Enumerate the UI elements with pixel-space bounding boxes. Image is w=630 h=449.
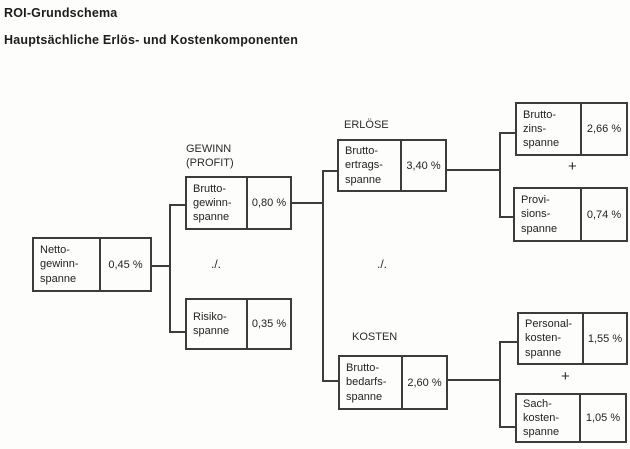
box-label: Brutto- zins- spanne	[517, 104, 582, 154]
box-label: Brutto- gewinn- spanne	[187, 178, 248, 228]
box-label: Brutto- ertrags- spanne	[339, 141, 402, 190]
connector-to-provisions	[499, 216, 513, 218]
connector-to-brutto-gewinn	[169, 204, 185, 206]
connector-right-top-vertical	[499, 132, 501, 218]
connector-left-vertical	[169, 204, 171, 333]
page-subtitle: Hauptsächliche Erlös- und Kostenkomponen…	[4, 33, 299, 47]
connector-to-brutto-zins	[499, 132, 515, 134]
box-label: Provi- sions- spanne	[515, 189, 582, 240]
box-personal-kosten-spanne: Personal- kosten- spanne 1,55 %	[517, 312, 628, 365]
connector-brutto-bedarfs-out	[448, 379, 500, 381]
box-sach-kosten-spanne: Sach- kosten- spanne 1,05 %	[515, 393, 627, 443]
connector-right-bottom-vertical	[499, 341, 501, 428]
box-value: 2,66 %	[586, 123, 622, 135]
box-value: 2,60 %	[407, 376, 442, 389]
connector-middle-vertical	[322, 170, 324, 382]
box-value: 0,35 %	[251, 318, 287, 330]
box-label: Netto- gewinn- spanne	[34, 239, 101, 290]
box-value: 1,05 %	[585, 412, 621, 424]
connector-to-personal-kosten	[499, 341, 517, 343]
box-netto-gewinn-spanne: Netto- gewinn- spanne 0,45 %	[32, 237, 152, 292]
box-value: 1,55 %	[587, 332, 623, 345]
connector-to-brutto-bedarfs	[322, 380, 338, 382]
box-value: 3,40 %	[406, 159, 441, 172]
box-label: Brutto- bedarfs- spanne	[340, 357, 403, 408]
section-label-erloese: ERLÖSE	[344, 119, 389, 131]
plus-operator-top: +	[568, 158, 577, 175]
page-title: ROI-Grundschema	[4, 6, 118, 20]
minus-operator-left: ./.	[211, 257, 222, 271]
section-label-gewinn: GEWINN (PROFIT)	[186, 143, 234, 169]
box-brutto-ertrags-spanne: Brutto- ertrags- spanne 3,40 %	[337, 139, 447, 192]
connector-brutto-gewinn-out	[292, 202, 324, 204]
connector-to-sach-kosten	[499, 426, 515, 428]
box-brutto-zins-spanne: Brutto- zins- spanne 2,66 %	[515, 102, 628, 156]
box-brutto-gewinn-spanne: Brutto- gewinn- spanne 0,80 %	[185, 176, 292, 230]
minus-operator-middle: ./.	[377, 257, 388, 271]
box-value: 0,80 %	[251, 197, 287, 209]
connector-to-brutto-ertrags	[322, 170, 337, 172]
connector-to-risiko	[169, 331, 185, 333]
box-value: 0,74 %	[586, 208, 622, 221]
connector-netto-out	[152, 265, 170, 267]
box-label: Sach- kosten- spanne	[517, 395, 581, 441]
box-risiko-spanne: Risiko- spanne 0,35 %	[185, 298, 292, 350]
box-value: 0,45 %	[108, 258, 143, 271]
connector-brutto-ertrags-out	[447, 169, 500, 171]
box-label: Risiko- spanne	[187, 300, 248, 348]
box-brutto-bedarfs-spanne: Brutto- bedarfs- spanne 2,60 %	[338, 355, 448, 410]
box-label: Personal- kosten- spanne	[519, 314, 584, 363]
section-label-kosten: KOSTEN	[352, 331, 398, 343]
plus-operator-bottom: +	[561, 368, 570, 385]
box-provisions-spanne: Provi- sions- spanne 0,74 %	[513, 187, 628, 242]
